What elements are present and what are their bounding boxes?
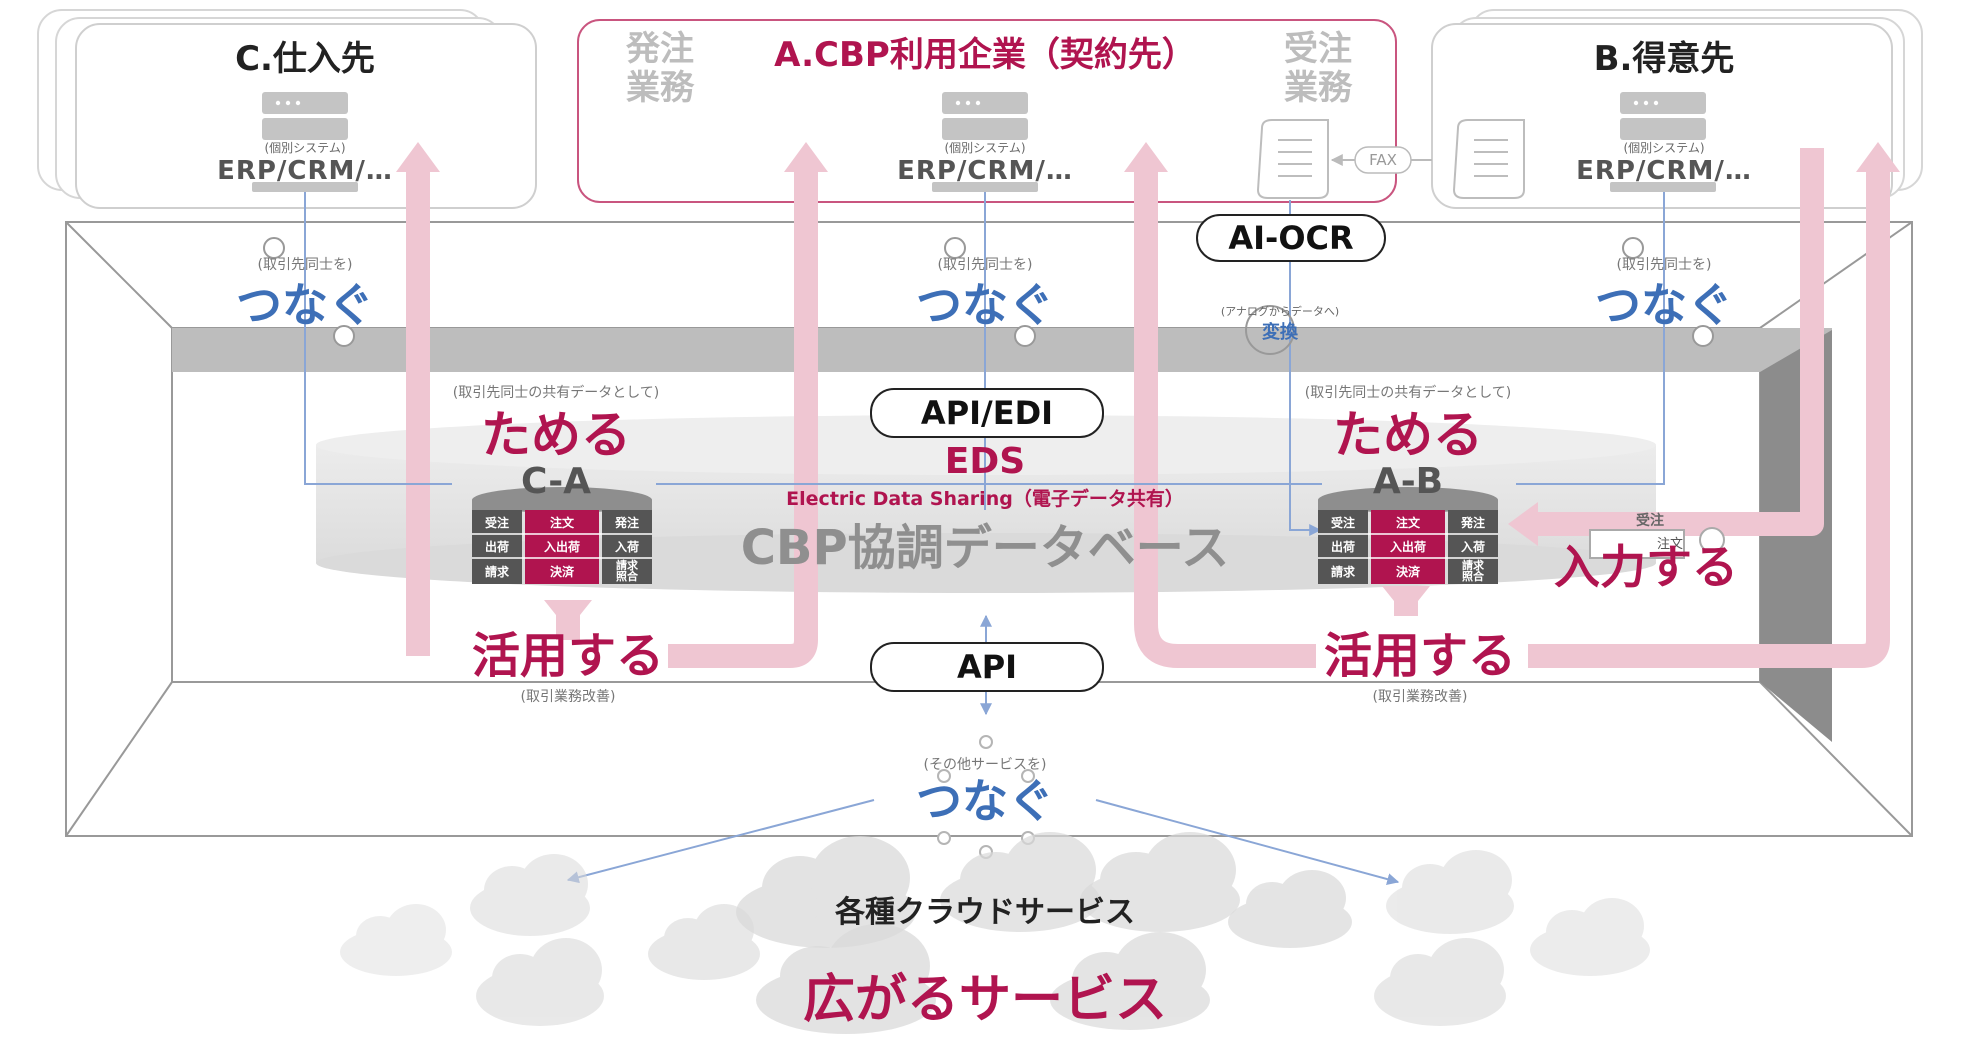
data-stack-ca [472, 487, 652, 584]
server-icon [252, 92, 1716, 192]
connect-caption-supplier: (取引先同士を) [257, 257, 353, 273]
stack-ab-cell: 入荷 [1460, 539, 1485, 554]
store-ca-label: C-A [520, 461, 592, 502]
stack-ca-cell: 発注 [614, 515, 639, 530]
eds-subtitle: Electric Data Sharing（電子データ共有） [786, 488, 1184, 510]
input-doc-label: 注文 [1656, 537, 1684, 552]
use-label-ab: 活用する [1323, 628, 1517, 684]
stack-ca-cell: 注文 [549, 515, 574, 530]
connect-label-customer: つなぐ [1595, 278, 1733, 332]
stack-ab-cell: 決済 [1395, 564, 1420, 579]
store-label-ab: ためる [1333, 406, 1483, 464]
ai-ocr-pill: AI-OCR [1196, 214, 1386, 262]
stack-ca-cell: 入出荷 [543, 539, 580, 554]
stack-ab-cell: 入出荷 [1389, 539, 1426, 554]
customer-title: B.得意先 [1593, 39, 1735, 79]
store-caption-ca: (取引先同士の共有データとして) [452, 385, 660, 401]
stack-ab-cell: 請求 照合 [1462, 559, 1484, 583]
stack-ca-cell: 請求 照合 [616, 559, 638, 583]
order-document-icon [1589, 527, 1725, 559]
spreading-services: 広がるサービス [802, 970, 1168, 1030]
connect-label-supplier: つなぐ [236, 278, 374, 332]
receive-operations: 受注 業務 [1284, 29, 1352, 109]
supplier-system-caption: (個別システム) [264, 141, 346, 155]
fax-arrow [1330, 146, 1432, 174]
eds-label: EDS [944, 441, 1026, 482]
stack-ab-cell: 請求 [1330, 564, 1355, 579]
cloud-icons [340, 832, 1650, 1034]
utilize-arrows [406, 148, 1890, 668]
stack-ca-cell: 入荷 [614, 539, 639, 554]
cloud-services-title: 各種クラウドサービス [835, 895, 1135, 930]
stack-ca-cell: 請求 [484, 564, 509, 579]
customer-system-caption: (個別システム) [1623, 141, 1705, 155]
user-system: ERP/CRM/… [897, 156, 1073, 186]
stack-ab-cell: 受注 [1330, 515, 1355, 530]
utilize-arrowheads [396, 142, 1900, 630]
store-ab-label: A-B [1372, 461, 1444, 502]
supplier-title: C.仕入先 [235, 39, 375, 79]
connection-lines [304, 186, 1665, 885]
stack-ca-cell: 出荷 [484, 539, 509, 554]
stack-ca-cell: 受注 [484, 515, 509, 530]
document-icon [1256, 119, 1525, 199]
store-label-ca: ためる [481, 406, 631, 464]
use-label-ca: 活用する [471, 628, 665, 684]
stack-ca-cell: 決済 [549, 564, 574, 579]
convert-caption: (アナログからデータへ) [1220, 305, 1340, 318]
order-operations: 発注 業務 [626, 29, 694, 109]
connect-label-user: つなぐ [916, 278, 1054, 332]
database-name: CBP協調データベース [740, 520, 1230, 576]
connect-label-other: つなぐ [916, 774, 1054, 828]
user-title: A.CBP利用企業（契約先） [774, 35, 1196, 75]
use-caption-ab: (取引業務改善) [1372, 689, 1468, 705]
connect-caption-other: (その他サービスを) [923, 757, 1047, 773]
supplier-system: ERP/CRM/… [217, 156, 393, 186]
stack-ab-cell: 出荷 [1330, 539, 1355, 554]
link-key-icon [263, 237, 1714, 355]
use-caption-ca: (取引業務改善) [520, 689, 616, 705]
connect-caption-customer: (取引先同士を) [1616, 257, 1712, 273]
api-edi-pill: API/EDI [870, 388, 1104, 438]
fax-label: FAX [1369, 151, 1397, 169]
data-stack-ab [1318, 487, 1498, 584]
connect-caption-user: (取引先同士を) [937, 257, 1033, 273]
user-system-caption: (個別システム) [944, 141, 1026, 155]
store-caption-ab: (取引先同士の共有データとして) [1304, 385, 1512, 401]
customer-system: ERP/CRM/… [1576, 156, 1752, 186]
api-pill: API [870, 642, 1104, 692]
input-label: 入力する [1554, 540, 1738, 594]
stack-ab-cell: 注文 [1395, 515, 1420, 530]
convert-label: 変換 [1262, 322, 1298, 343]
stack-ab-cell: 発注 [1460, 515, 1485, 530]
input-caption: 受注 [1636, 513, 1664, 529]
